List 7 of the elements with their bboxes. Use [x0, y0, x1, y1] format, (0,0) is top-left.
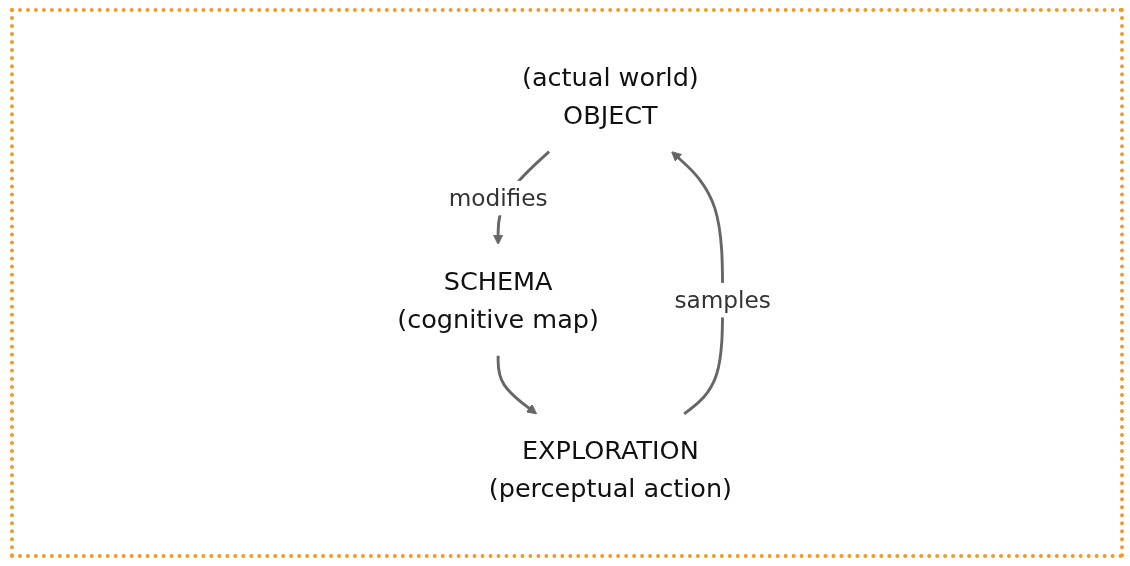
- edge-label: samples: [674, 286, 772, 315]
- edge-label: modifies: [448, 184, 548, 213]
- node-text: EXPLORATION (perceptual action): [489, 436, 733, 504]
- arrow: [671, 151, 725, 416]
- node-text: (actual world) OBJECT: [522, 62, 700, 130]
- node-text: SCHEMA (cognitive map): [397, 266, 600, 335]
- arrow: [497, 356, 538, 415]
